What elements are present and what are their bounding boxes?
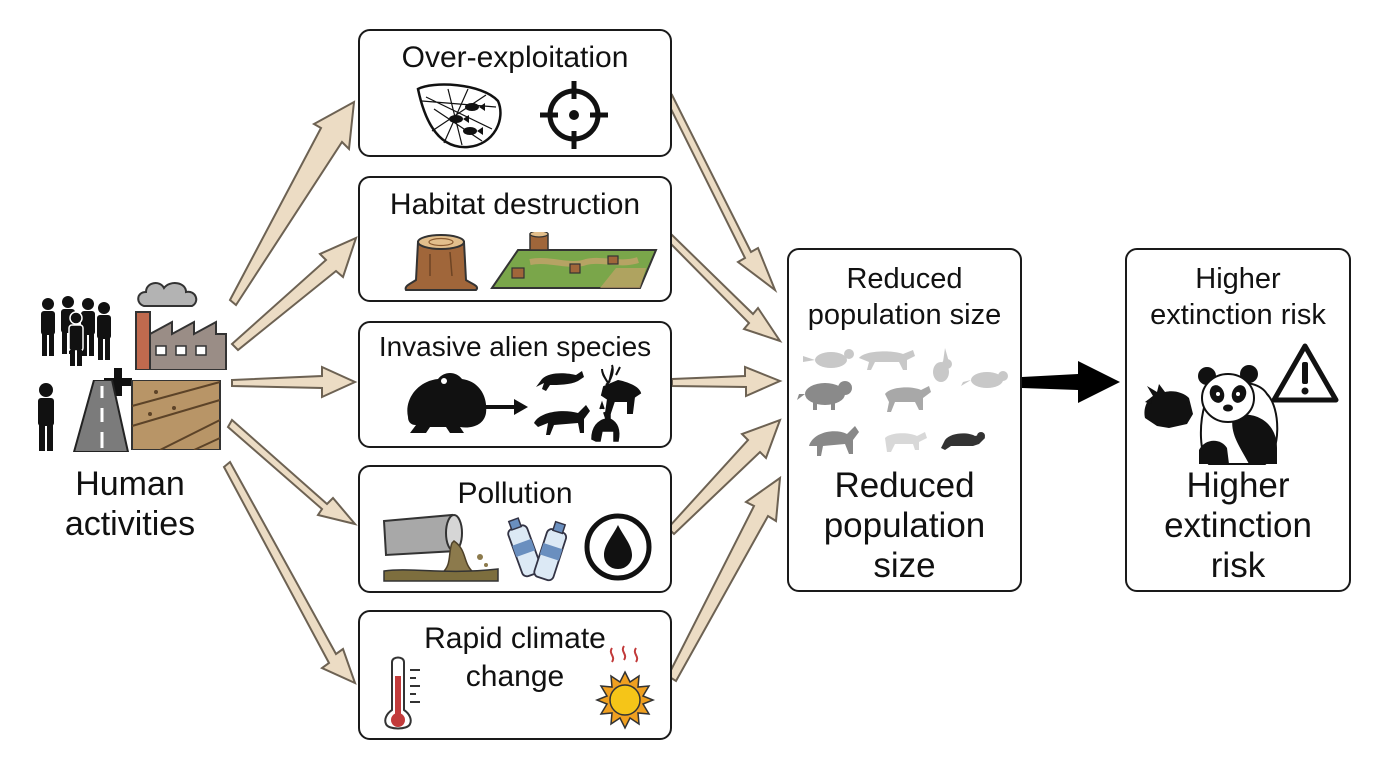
fishing-net-icon xyxy=(416,83,502,149)
arrow-to-pollution xyxy=(226,418,358,526)
population-label-line2: population xyxy=(823,506,986,545)
arrow-to-invasive-species xyxy=(231,365,358,399)
extinction-header-line1: Higher xyxy=(1195,263,1281,295)
factory-icon xyxy=(135,282,227,370)
invasive-species-box: Invasive alien species xyxy=(358,321,672,448)
arrow-to-habitat-destruction xyxy=(230,236,358,352)
arrow-invasive-to-population xyxy=(671,365,783,398)
cleared-land-icon xyxy=(490,232,658,289)
pollution-title: Pollution xyxy=(457,477,573,510)
invasive-species-title: Invasive alien species xyxy=(378,331,652,362)
reduced-population-box: Reduced population size Reduced populati… xyxy=(787,248,1022,592)
human-activities-label-line2: activities xyxy=(64,505,196,543)
road-icon xyxy=(38,380,130,452)
warning-triangle-icon xyxy=(1271,343,1339,403)
extinction-header-line2: extinction risk xyxy=(1150,299,1326,331)
rhino-icon xyxy=(1144,384,1193,428)
over-exploitation-box: Over-exploitation xyxy=(358,29,672,157)
plus-icon xyxy=(104,368,132,396)
arrow-to-over-exploitation xyxy=(228,100,356,307)
arrow-habitat-to-population xyxy=(666,233,783,343)
oil-drop-icon xyxy=(584,513,652,581)
population-label-line3: size xyxy=(873,546,936,585)
toad-icon xyxy=(407,373,487,433)
pollution-box: Pollution xyxy=(358,465,672,593)
fading-animals-icon xyxy=(797,348,1008,456)
arrow-to-climate-change xyxy=(222,460,357,685)
habitat-destruction-title: Habitat destruction xyxy=(389,188,641,221)
plowed-field-icon xyxy=(131,380,221,450)
arrow-pollution-to-population xyxy=(666,418,782,536)
arrow-climate-to-population xyxy=(666,475,782,683)
arrow-right-small-icon xyxy=(486,399,528,415)
extinction-label-line3: risk xyxy=(1210,546,1266,585)
habitat-destruction-box: Habitat destruction xyxy=(358,176,672,302)
extinction-label-line2: extinction xyxy=(1164,506,1312,545)
panda-icon xyxy=(1198,365,1279,465)
extinction-label-line1: Higher xyxy=(1186,466,1290,505)
population-header-line1: Reduced xyxy=(846,263,963,295)
crosshair-icon xyxy=(540,81,608,149)
tree-stump-icon xyxy=(404,234,478,291)
over-exploitation-title: Over-exploitation xyxy=(401,41,629,74)
thermometer-icon xyxy=(384,656,420,730)
arrow-over-exploitation-to-population xyxy=(664,93,778,293)
plastic-bottles-icon xyxy=(507,517,568,582)
arrow-population-to-extinction xyxy=(1022,361,1120,403)
native-animals-icon xyxy=(534,364,642,442)
population-label-line1: Reduced xyxy=(834,466,975,505)
climate-change-title-line2: change xyxy=(465,660,565,693)
sewage-pipe-icon xyxy=(382,513,499,582)
people-group-icon xyxy=(41,296,111,366)
extinction-risk-box: Higher extinction risk Higher extinction… xyxy=(1125,248,1351,592)
human-activities-label-line1: Human xyxy=(75,465,185,503)
hot-sun-icon xyxy=(594,645,656,730)
climate-change-title-line1: Rapid climate xyxy=(424,622,606,655)
climate-change-box: Rapid climate change xyxy=(358,610,672,740)
population-header-line2: population size xyxy=(807,299,1002,331)
